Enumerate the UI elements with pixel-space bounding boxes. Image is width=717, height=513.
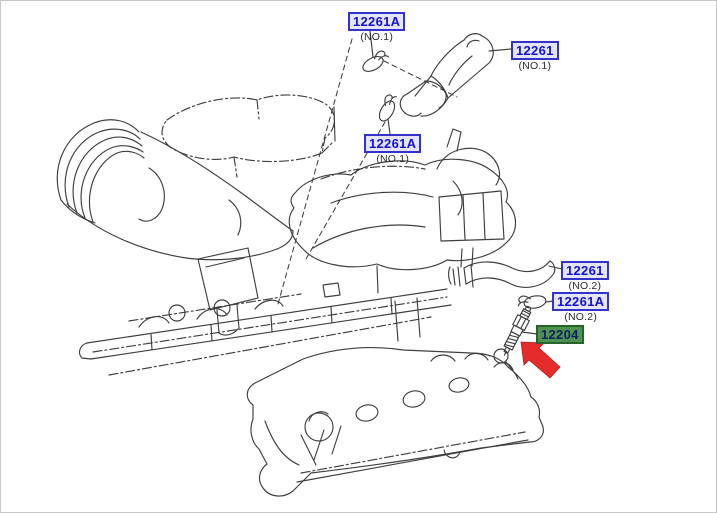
part-note: (NO.2) [568,280,602,292]
callout-12261-no1: 12261 (NO.1) [511,41,559,72]
air-cleaner-hose-art [56,119,294,336]
part-number-link-12261a-no2[interactable]: 12261A [552,292,610,311]
part-note: (NO.1) [376,153,410,165]
part-note: (NO.1) [518,60,552,72]
part-number-link-12204[interactable]: 12204 [536,325,584,344]
projection-lines [277,38,458,305]
hose-clamp-3 [516,291,548,312]
leader-lines [369,30,563,335]
part-number-link-12261a-no1-lower[interactable]: 12261A [364,134,422,153]
part-number-link-12261a-no1-upper[interactable]: 12261A [348,12,406,31]
callout-12204-highlighted: 12204 [536,325,584,344]
callout-12261a-no1-lower: 12261A (NO.1) [364,134,422,165]
cylinder-head-cover-art [246,347,544,497]
air-cleaner-housing-art [161,94,336,178]
callout-12261a-no1-upper: 12261A (NO.1) [348,12,406,43]
manifold-lower-strip-art [78,282,452,376]
callout-12261-no2: 12261 (NO.2) [561,261,609,292]
part-number-link-12261-no2[interactable]: 12261 [561,261,609,280]
intake-manifold-art [288,128,517,342]
part-number-link-12261-no1[interactable]: 12261 [511,41,559,60]
ventilation-hose-no2-art [448,260,556,288]
highlight-arrow-icon [520,341,561,379]
callout-12261a-no2: 12261A (NO.2) [552,292,610,323]
ventilation-hose-no1-art [399,33,494,117]
spark-plug-art [503,305,532,356]
part-note: (NO.2) [564,311,598,323]
part-note: (NO.1) [360,31,394,43]
